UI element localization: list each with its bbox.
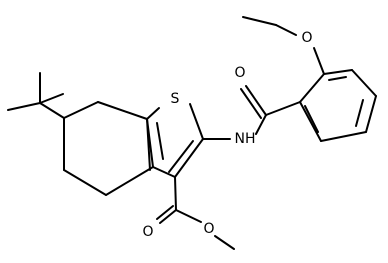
methyl-ester-group <box>156 176 235 250</box>
benzene-ring <box>299 69 377 142</box>
amide-linkage <box>202 85 301 140</box>
ethoxy-group <box>242 16 325 75</box>
amide-nitrogen-label: NH <box>235 131 256 147</box>
amide-oxygen-label: O <box>234 65 245 81</box>
ester-alkoxy-oxygen-label: O <box>203 221 214 237</box>
ether-oxygen-label: O <box>301 30 312 46</box>
ester-carbonyl-oxygen-label: O <box>142 224 153 240</box>
sulfur-atom-label: S <box>171 91 180 107</box>
tert-butyl-group <box>7 72 65 119</box>
thiophene-ring <box>146 103 204 178</box>
cyclohexene-ring <box>63 101 154 196</box>
